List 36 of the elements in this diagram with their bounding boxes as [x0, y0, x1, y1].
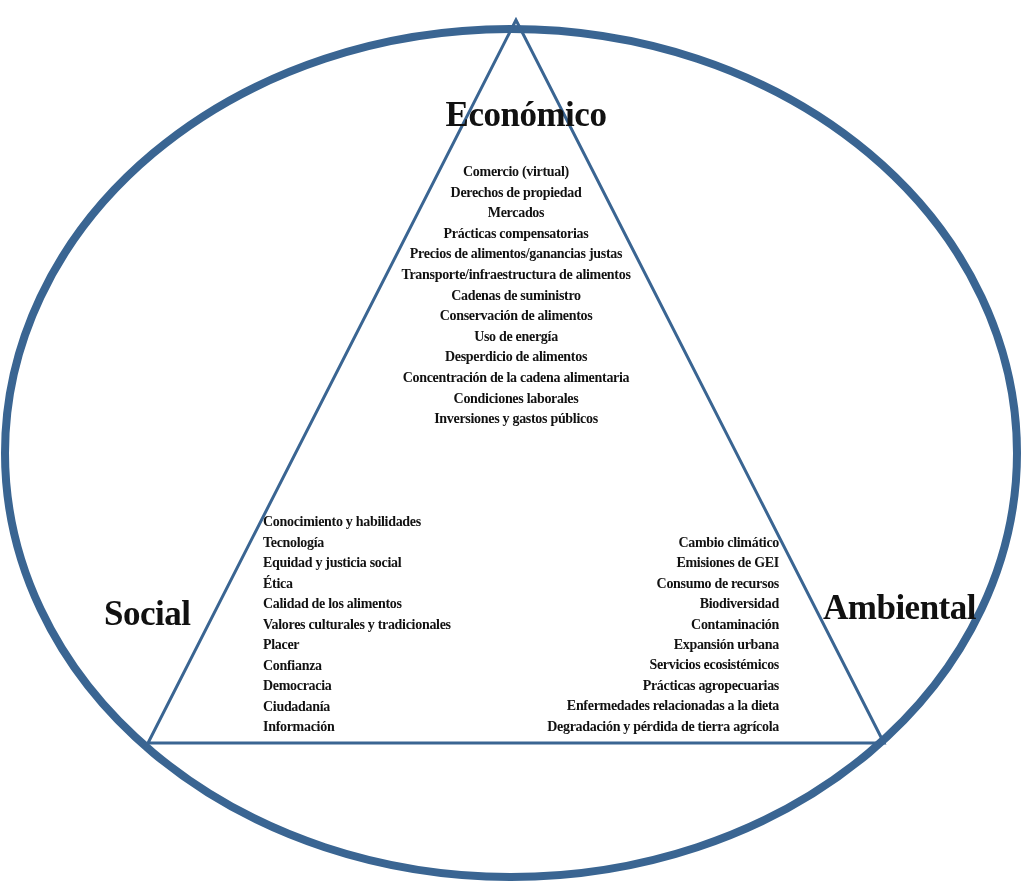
list-item: Información [263, 720, 335, 734]
list-item: Equidad y justicia social [263, 556, 402, 570]
list-item: Calidad de los alimentos [263, 597, 402, 611]
list-item: Emisiones de GEI [676, 556, 779, 571]
list-item: Democracia [263, 679, 332, 693]
list-item: Cadenas de suministro [451, 288, 581, 303]
list-item: Conservación de alimentos [439, 309, 593, 324]
list-item: Valores culturales y tradicionales [263, 617, 451, 632]
list-item: Servicios ecosistémicos [649, 658, 779, 673]
list-item: Biodiversidad [699, 597, 779, 612]
list-item: Precios de alimentos/ganancias justas [409, 247, 623, 262]
list-item: Prácticas compensatorias [443, 226, 589, 241]
list-item: Tecnología [263, 535, 325, 550]
list-item: Enfermedades relacionadas a la dieta [566, 699, 779, 714]
list-item: Concentración de la cadena alimentaria [402, 371, 630, 385]
list-item: Mercados [487, 206, 545, 221]
list-item: Prácticas agropecuarias [642, 678, 779, 693]
list-item: Comercio (virtual) [463, 165, 569, 179]
list-item: Degradación y pérdida de tierra agrícola [547, 719, 779, 734]
dimension-heading: Ambiental [823, 590, 976, 625]
list-item: Condiciones laborales [453, 391, 579, 406]
list-item: Uso de energía [474, 329, 558, 344]
list-item: Ciudadanía [263, 699, 331, 714]
list-item: Ética [263, 576, 293, 591]
list-item: Contaminación [691, 617, 779, 632]
list-item: Expansión urbana [673, 638, 779, 652]
list-item: Placer [263, 638, 300, 652]
list-item: Consumo de recursos [656, 576, 779, 591]
list-item: Confianza [263, 658, 322, 673]
list-item: Cambio climático [678, 536, 779, 550]
list-item: Derechos de propiedad [450, 185, 582, 200]
list-item: Transporte/infraestructura de alimentos [401, 268, 631, 282]
list-item: Conocimiento y habilidades [263, 515, 421, 529]
dimension-heading: Social [104, 596, 191, 631]
list-item: Inversiones y gastos públicos [434, 412, 598, 427]
list-item: Desperdicio de alimentos [444, 350, 588, 365]
